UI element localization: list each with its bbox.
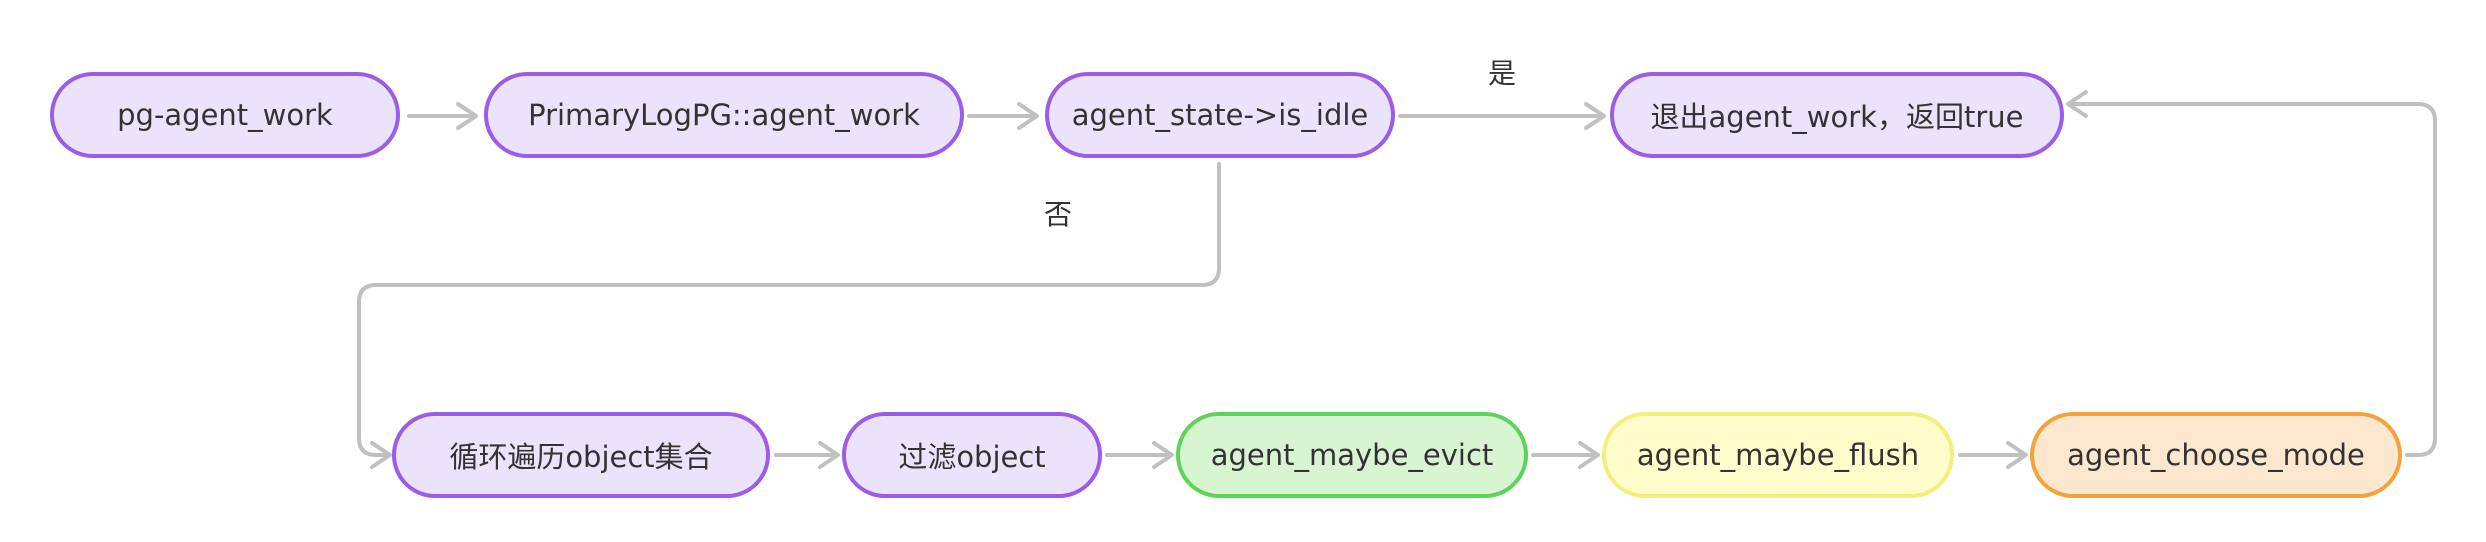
node-agent-state-is-idle: agent_state->is_idle [1045, 72, 1395, 158]
arrowhead-choose-to-exit [2066, 90, 2088, 118]
edge-label-no: 否 [1044, 198, 1073, 231]
node-loop-objects: 循环遍历object集合 [392, 412, 770, 498]
arrowhead-loop-to-filter [818, 441, 840, 469]
node-exit-agent-work-label: 退出agent_work，返回true [1650, 100, 2024, 134]
node-exit-agent-work: 退出agent_work，返回true [1610, 72, 2064, 158]
node-primarylogpg-agent-work-label: PrimaryLogPG::agent_work [528, 98, 920, 132]
node-filter-object-label: 过滤object [898, 440, 1046, 474]
arrowhead-pg-to-primary [456, 102, 478, 130]
node-primarylogpg-agent-work: PrimaryLogPG::agent_work [484, 72, 964, 158]
node-agent-maybe-evict: agent_maybe_evict [1176, 412, 1528, 498]
node-filter-object: 过滤object [842, 412, 1102, 498]
node-agent-maybe-evict-label: agent_maybe_evict [1210, 438, 1494, 472]
edge-choose-to-exit [2068, 102, 2437, 457]
node-agent-maybe-flush-label: agent_maybe_flush [1636, 438, 1920, 472]
arrowhead-evict-to-flush [1578, 441, 1600, 469]
node-pg-agent-work-label: pg-agent_work [117, 98, 333, 132]
node-agent-state-is-idle-label: agent_state->is_idle [1071, 98, 1369, 132]
edge-label-yes: 是 [1488, 57, 1517, 90]
arrowhead-flush-to-choose [2006, 441, 2028, 469]
edge-isidle-to-loop [357, 162, 1221, 457]
node-agent-choose-mode: agent_choose_mode [2030, 412, 2402, 498]
arrowhead-filter-to-evict [1152, 441, 1174, 469]
arrowhead-isidle-to-loop [370, 441, 392, 469]
arrowhead-isidle-to-exit [1584, 102, 1606, 130]
node-agent-maybe-flush: agent_maybe_flush [1602, 412, 1954, 498]
node-pg-agent-work: pg-agent_work [50, 72, 400, 158]
node-loop-objects-label: 循环遍历object集合 [449, 440, 713, 474]
arrowhead-primary-to-isidle [1017, 102, 1039, 130]
node-agent-choose-mode-label: agent_choose_mode [2067, 438, 2365, 472]
